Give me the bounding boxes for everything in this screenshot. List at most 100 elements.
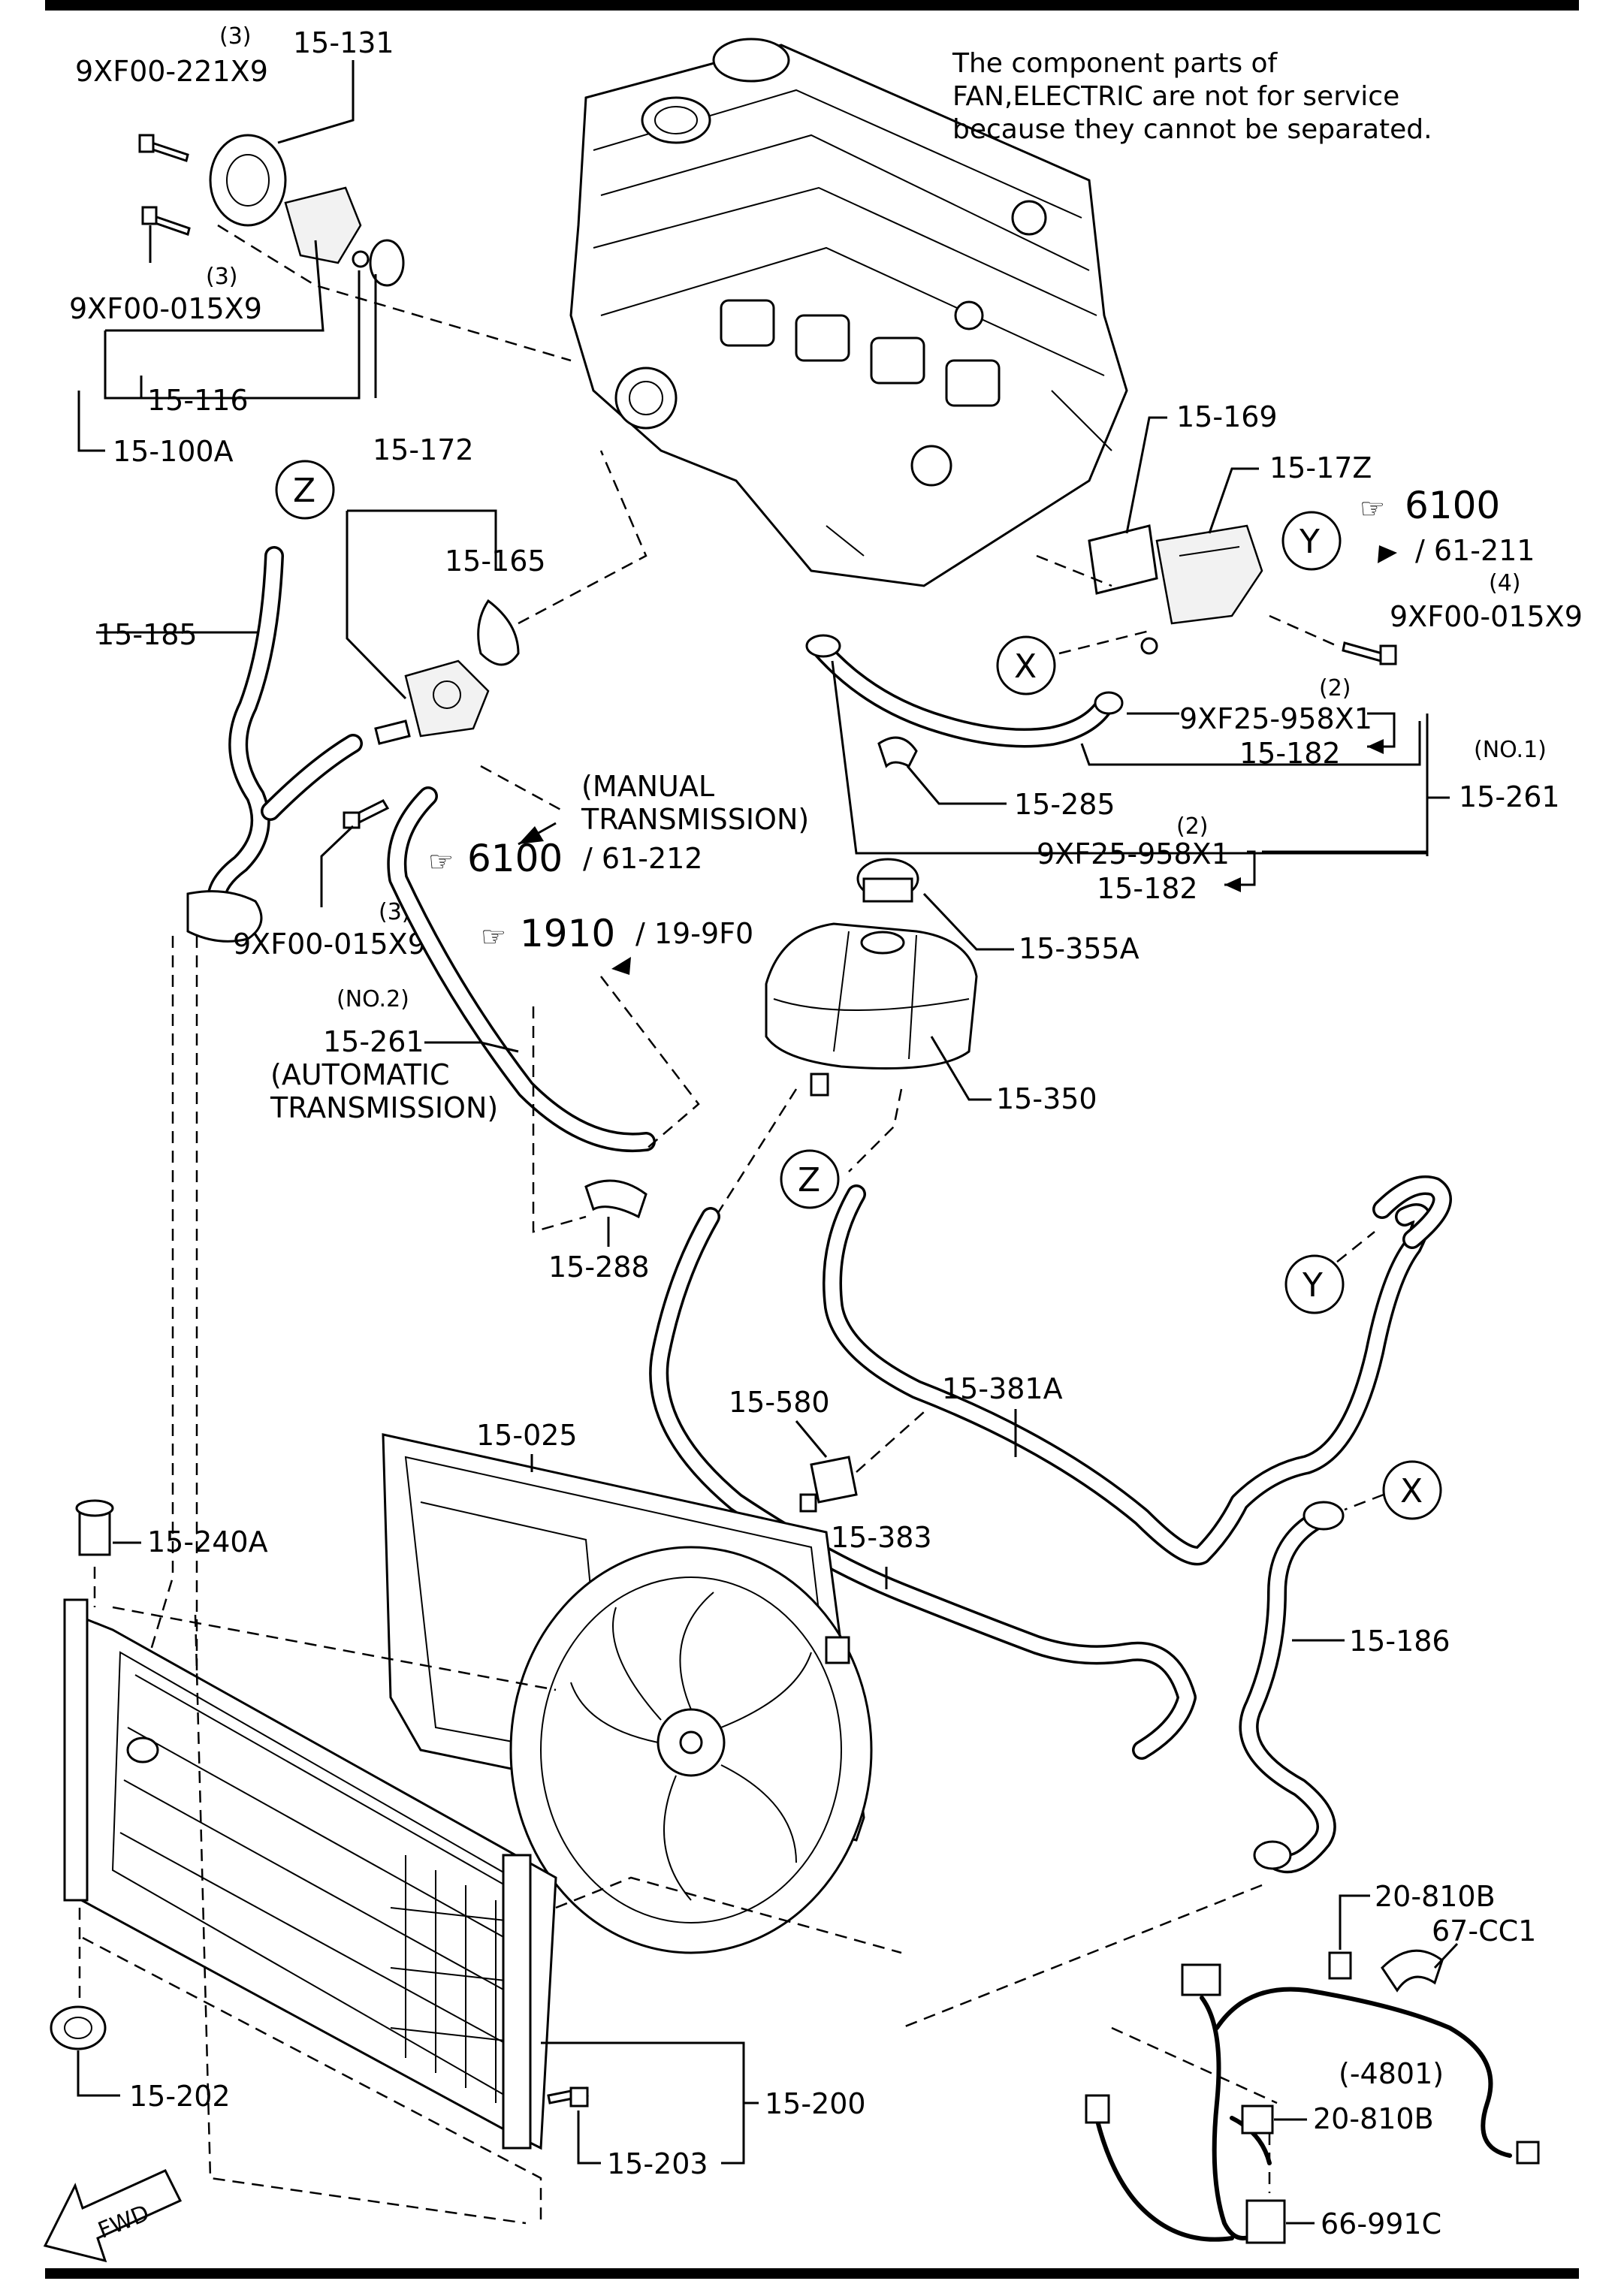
note-line-3: because they cannot be separated.	[952, 114, 1432, 145]
label-67-cc1: 67-CC1	[1432, 1914, 1536, 1948]
hose-15-185	[186, 546, 363, 943]
connector-66-991c	[1245, 2199, 1286, 2244]
pump-pulley	[209, 134, 287, 227]
label-20-810b-a: 20-810B	[1375, 1880, 1496, 1913]
service-note: The component parts of FAN,ELECTRIC are …	[952, 48, 1432, 145]
ref-hand-icon-c: ☞	[1360, 492, 1385, 525]
label-15-116: 15-116	[147, 384, 249, 417]
connector-4801	[1516, 2141, 1540, 2165]
note-line-1: The component parts of	[952, 48, 1278, 79]
wiring-harness	[1085, 1949, 1540, 2244]
bottom-border	[45, 2268, 1579, 2279]
connector-left	[1085, 2094, 1110, 2124]
label-auto-2: TRANSMISSION)	[270, 1091, 498, 1124]
connector-20-810b-c	[1328, 1951, 1352, 1980]
marker-y-lower-letter: Y	[1302, 1266, 1323, 1305]
outlet-15-17z	[1155, 524, 1263, 625]
label-15-17z: 15-17Z	[1269, 451, 1372, 484]
label-15-383: 15-383	[831, 1521, 932, 1554]
thermostat-gasket	[477, 599, 520, 666]
label-no1: (NO.1)	[1474, 737, 1547, 763]
label-9xf00-015x9-b: 9XF00-015X9	[1390, 600, 1583, 633]
label-qty-3a: (3)	[219, 23, 252, 50]
ref-hand-icon-b: ☞	[481, 920, 506, 953]
connector-20-810b-b	[1241, 2104, 1274, 2135]
label-qty-4: (4)	[1489, 570, 1521, 596]
label-15-261-b: 15-261	[323, 1025, 424, 1058]
clamp-15-288	[584, 1179, 647, 1219]
label-15-172: 15-172	[373, 433, 474, 466]
gasket-15-169	[1088, 524, 1158, 595]
marker-z-lower-letter: Z	[798, 1161, 820, 1199]
outlet-housing-group	[1088, 524, 1263, 655]
marker-y-top: Y	[1281, 511, 1342, 571]
label-ref-6100-b: 6100	[467, 837, 563, 880]
label-15-355a: 15-355A	[1019, 932, 1140, 965]
label-9xf25-958x1-a: 9XF25-958X1	[1179, 702, 1372, 735]
label-9xf00-015x9-a: 9XF00-015X9	[69, 292, 262, 325]
label-qty-2a: (2)	[1319, 675, 1351, 701]
label-15-240a: 15-240A	[147, 1525, 268, 1558]
pump-o-ring	[369, 239, 405, 287]
label-manual-2: TRANSMISSION)	[581, 803, 809, 836]
label-ref-6100-a: 6100	[1405, 484, 1500, 527]
pump-gasket-small	[352, 250, 370, 268]
marker-x-lower: X	[1382, 1460, 1442, 1520]
cap-15-202	[50, 2005, 107, 2050]
label-15-186: 15-186	[1349, 1625, 1450, 1658]
marker-x-top-letter: X	[1014, 647, 1037, 686]
label-ref-1910: 1910	[520, 912, 615, 955]
marker-x-lower-letter: X	[1400, 1472, 1423, 1510]
label-15-202: 15-202	[129, 2080, 231, 2113]
marker-z-lower: Z	[780, 1149, 840, 1209]
fan-shroud-assembly	[382, 1433, 873, 1954]
label-qty-2b: (2)	[1176, 813, 1209, 840]
label-15-261-a: 15-261	[1459, 780, 1560, 813]
label-15-288: 15-288	[548, 1251, 650, 1284]
label-15-285: 15-285	[1014, 788, 1115, 821]
label-no2: (NO.2)	[337, 986, 409, 1012]
coolant-reservoir	[765, 858, 978, 1097]
label-15-580: 15-580	[729, 1386, 830, 1419]
label-auto-1: (AUTOMATIC	[270, 1058, 450, 1091]
label-15-025: 15-025	[476, 1419, 578, 1452]
marker-z-top-letter: Z	[293, 472, 315, 510]
hose-15-381a	[823, 1175, 1452, 1566]
label-manual-1: (MANUAL	[581, 770, 714, 803]
radiator	[63, 1598, 557, 2150]
label-15-131: 15-131	[293, 26, 394, 59]
label-15-203: 15-203	[607, 2147, 708, 2180]
label-20-810b-b: 20-810B	[1313, 2102, 1434, 2135]
clamp-15-285	[877, 736, 918, 768]
hose-15-285	[805, 634, 1124, 748]
water-pump-group	[138, 134, 405, 287]
label-qty-3b: (3)	[206, 264, 238, 290]
marker-z-top: Z	[275, 460, 335, 520]
radiator-left-tank	[63, 1598, 89, 1902]
ref-hand-icon-a: ☞	[428, 845, 454, 878]
hose-15-383	[649, 1207, 1197, 1760]
label-4801: (-4801)	[1339, 2057, 1444, 2090]
water-pump	[284, 186, 362, 264]
label-15-182-b: 15-182	[1097, 872, 1198, 905]
label-66-991c: 66-991C	[1321, 2207, 1441, 2240]
hose-15-186	[1239, 1501, 1345, 1874]
connector-20-810b-a	[1181, 1963, 1221, 1996]
label-ref-61-212: / 61-212	[583, 842, 702, 875]
top-border	[45, 0, 1579, 11]
label-ref-61-211: / 61-211	[1415, 534, 1535, 567]
marker-x-top: X	[996, 635, 1056, 695]
engine-block	[569, 38, 1128, 587]
label-15-100a: 15-100A	[113, 435, 234, 468]
thermostat-housing-group	[374, 599, 520, 745]
note-line-2: FAN,ELECTRIC are not for service	[952, 81, 1399, 112]
hose-15-261-no2	[387, 786, 656, 1153]
label-9xf00-221x9: 9XF00-221X9	[75, 55, 268, 88]
label-ref-19-9f0: / 19-9F0	[635, 917, 753, 950]
label-15-350: 15-350	[996, 1082, 1097, 1115]
clip-67-cc1	[1381, 1949, 1444, 1993]
marker-y-lower: Y	[1284, 1254, 1345, 1314]
label-9xf25-958x1-b: 9XF25-958X1	[1037, 837, 1230, 870]
label-15-169: 15-169	[1176, 400, 1278, 433]
